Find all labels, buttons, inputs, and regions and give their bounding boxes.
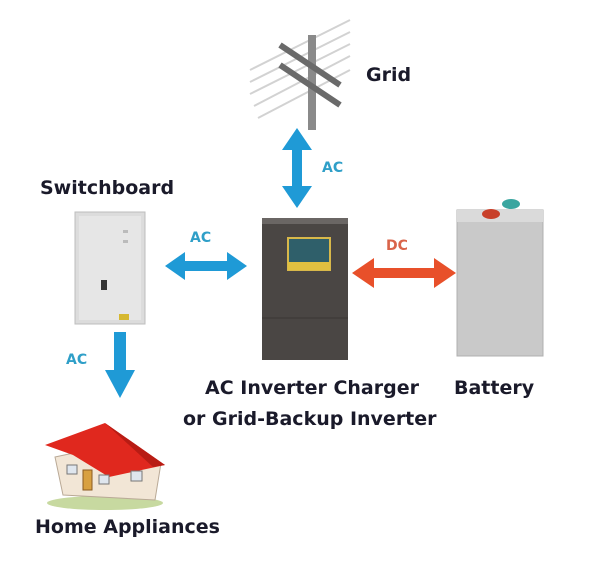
battery-dc-label: DC	[386, 238, 408, 254]
house-icon	[45, 423, 165, 510]
inverter-unit-icon	[262, 218, 348, 360]
switchboard-ac-arrow-icon	[165, 252, 247, 280]
grid-label: Grid	[366, 64, 412, 86]
switchboard-label: Switchboard	[40, 177, 175, 199]
battery-icon	[456, 199, 544, 357]
battery-label: Battery	[454, 377, 535, 399]
home-label: Home Appliances	[35, 516, 220, 538]
grid-ac-label: AC	[322, 160, 344, 176]
home-ac-arrow-icon	[105, 332, 135, 398]
inverter-label-line1: AC Inverter Charger	[205, 377, 419, 399]
grid-ac-arrow-icon	[282, 128, 312, 208]
switchboard-cabinet-icon	[74, 211, 146, 325]
inverter-label-line2: or Grid-Backup Inverter	[183, 408, 437, 430]
battery-dc-arrow-icon	[352, 258, 456, 288]
grid-pole-icon	[249, 19, 351, 130]
switchboard-ac-label: AC	[190, 230, 212, 246]
home-ac-label: AC	[66, 352, 88, 368]
